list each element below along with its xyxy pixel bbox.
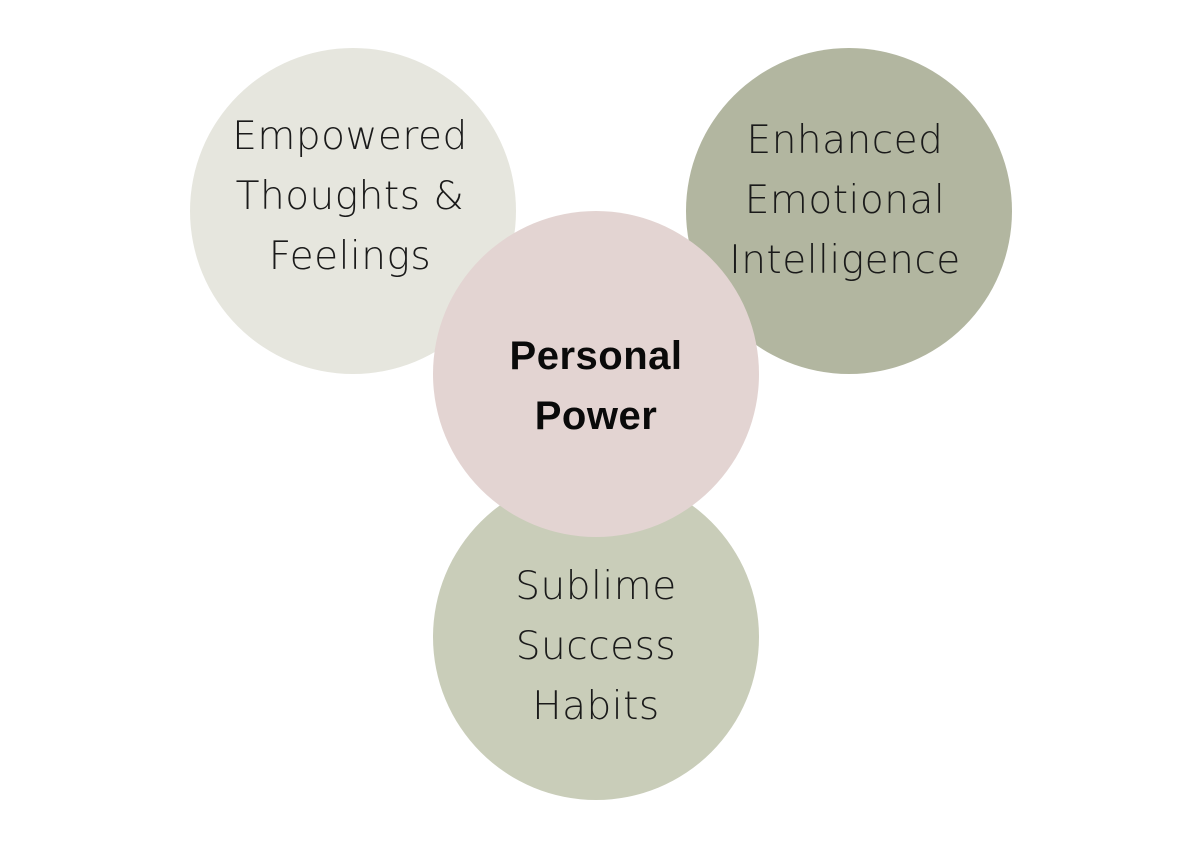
circle-label-enhanced-emotional-intelligence: Enhanced Emotional Intelligence xyxy=(729,111,961,291)
label-line: Personal xyxy=(509,334,683,378)
label-line: Empowered xyxy=(232,114,468,159)
label-line: Thoughts & xyxy=(235,174,465,219)
circle-label-sublime-success-habits: Sublime Success Habits xyxy=(515,557,676,737)
label-line: Enhanced xyxy=(746,118,944,163)
circle-label-empowered-thoughts-feelings: Empowered Thoughts & Feelings xyxy=(232,107,468,287)
circle-label-personal-power: Personal Power xyxy=(510,326,683,446)
label-line: Sublime xyxy=(515,564,677,609)
label-line: Emotional xyxy=(744,178,946,223)
label-line: Power xyxy=(534,394,658,438)
label-line: Habits xyxy=(532,684,660,729)
circle-personal-power: Personal Power xyxy=(433,211,759,537)
label-line: Feelings xyxy=(268,234,432,279)
label-line: Intelligence xyxy=(729,238,961,283)
label-line: Success xyxy=(515,624,677,669)
circle-empowered-thoughts-feelings: Empowered Thoughts & Feelings xyxy=(190,48,516,374)
